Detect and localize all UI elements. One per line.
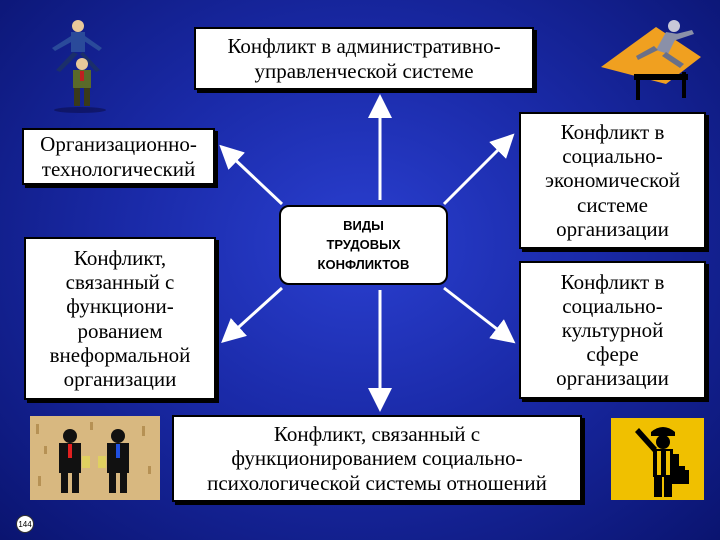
worker-with-toolbox-clipart [611,418,704,500]
two-businessmen-clipart [30,416,160,500]
box-socio-cultural-conflict: Конфликт в социально- культурной сфере о… [519,261,706,399]
box-informal-organization-conflict: Конфликт, связанный с функциони- рование… [24,237,216,400]
arrow-to-right1 [442,133,515,206]
arrow-to-left1 [219,144,284,206]
box-socio-economic-conflict: Конфликт в социально- экономической сист… [519,112,706,249]
box-socio-psychological-conflict: Конфликт, связанный с функционированием … [172,415,582,502]
box-administrative-management-conflict: Конфликт в административно- управленческ… [194,27,534,90]
page-number-badge: 144 [16,515,34,533]
arrow-to-left2 [221,286,284,344]
center-node-labor-conflict-types: ВИДЫ ТРУДОВЫХ КОНФЛИКТОВ [279,205,448,285]
arrow-to-right2 [443,286,516,344]
box-organizational-technological: Организационно- технологический [22,128,215,185]
leapfrog-businessmen-clipart [52,20,106,113]
hurdle-jumper-clipart [601,20,701,100]
